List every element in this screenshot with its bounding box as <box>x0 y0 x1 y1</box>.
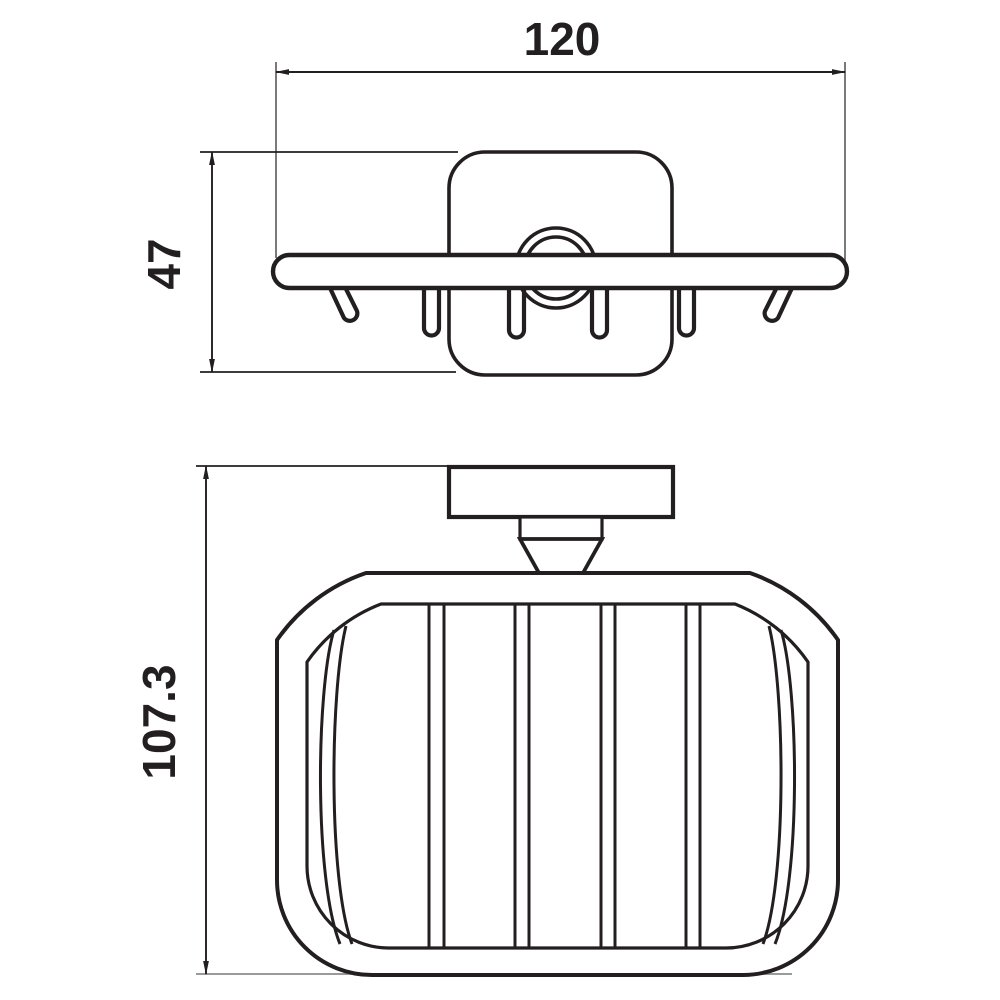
basket-side-wire-left-b <box>332 625 354 945</box>
wire-prongs-group <box>327 280 795 340</box>
wire-prong-outer-right <box>762 280 795 323</box>
basket-side-wire-left-a <box>319 629 342 945</box>
wall-plate-rect <box>446 464 676 520</box>
dim-label-width: 120 <box>524 13 601 65</box>
width-extension-lines <box>275 62 846 262</box>
basket-inner-frame <box>305 602 810 950</box>
neck-collar <box>518 515 604 541</box>
wire-prong-1 <box>421 281 442 338</box>
basket-outer-frame <box>275 571 840 977</box>
basket-side-wire-right-b <box>761 625 783 945</box>
basket-wire-pairs-group <box>427 604 702 947</box>
dim-label-depth: 47 <box>138 238 190 289</box>
wire-prong-4 <box>676 281 697 338</box>
wire-prong-outer-left <box>327 280 360 323</box>
wire-prong-2 <box>506 281 527 340</box>
depth-extension-lines <box>200 151 458 373</box>
basket-side-wires-group <box>319 625 796 945</box>
wire-prong-3 <box>589 281 610 340</box>
top-view-group: 120 47 <box>138 13 850 377</box>
basket-side-wire-right-a <box>773 629 796 945</box>
shelf-rim-bar <box>270 252 850 291</box>
dim-label-height: 107.3 <box>133 664 185 779</box>
front-view-group: 107.3 <box>133 464 840 977</box>
